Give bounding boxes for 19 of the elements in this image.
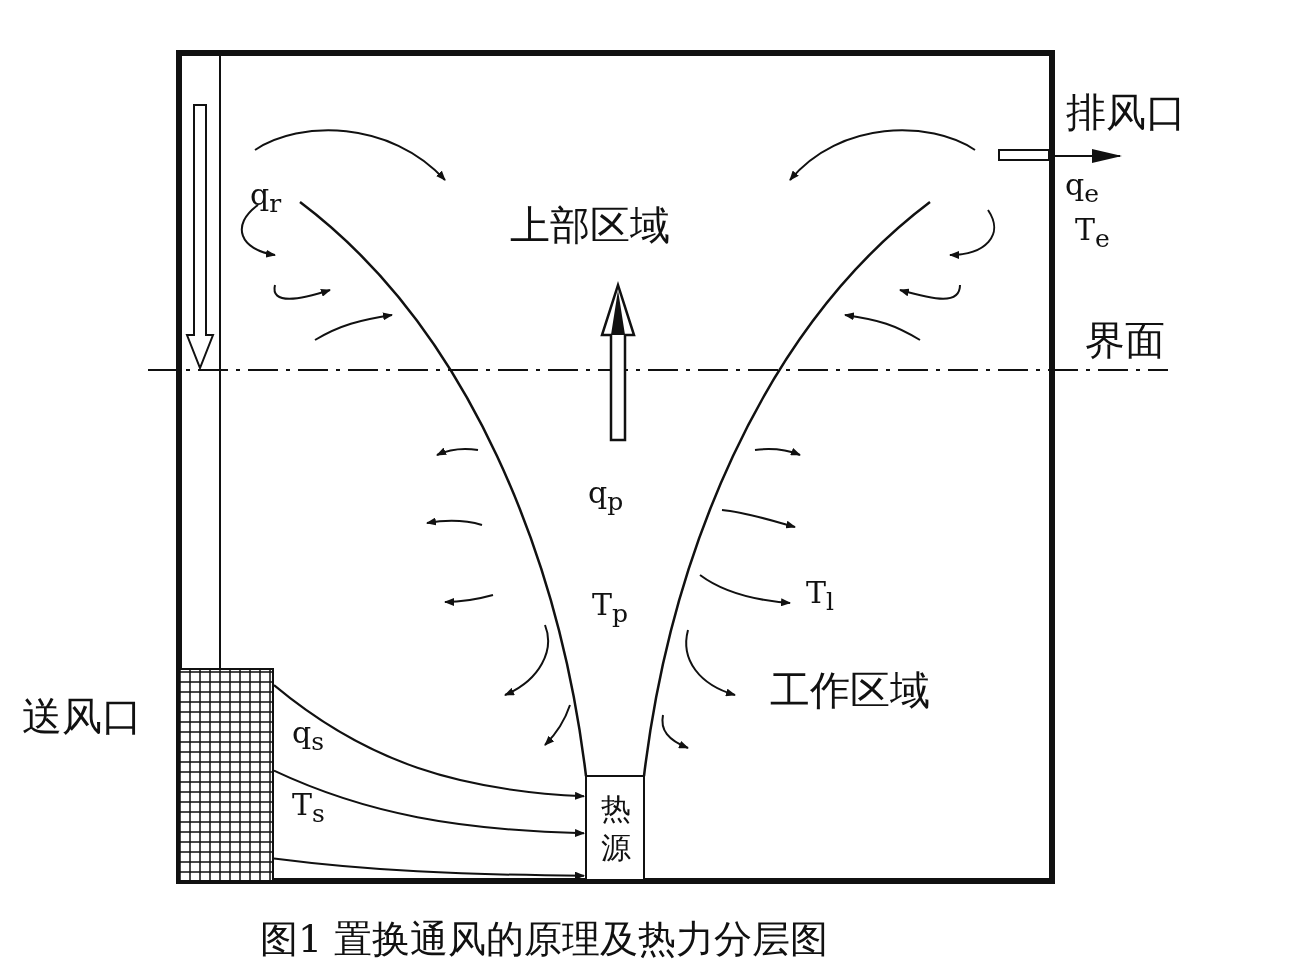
outlet-label: 排风口 bbox=[1066, 92, 1186, 132]
symbol-label: q$_{e}$ bbox=[1065, 170, 1099, 206]
symbol-label: T$_{p}$ bbox=[592, 590, 629, 626]
airflow-arrow bbox=[273, 684, 585, 800]
symbol-label: q$_{p}$ bbox=[588, 478, 624, 514]
vent-label: 送风口 bbox=[22, 696, 142, 736]
heat-source-box bbox=[585, 775, 645, 881]
symbol-label: q$_{s}$ bbox=[292, 718, 325, 754]
airflow-arrow bbox=[273, 769, 585, 837]
figure-caption: 图1 置换通风的原理及热力分层图 bbox=[260, 920, 829, 958]
zone-label: 上部区域 bbox=[510, 205, 670, 245]
supply-vent bbox=[22, 668, 274, 882]
heat-source-label: 热源 bbox=[601, 790, 632, 867]
symbol-label: q$_{r}$ bbox=[250, 180, 282, 216]
symbol-label: T$_{e}$ bbox=[1075, 215, 1110, 251]
symbol-label: T$_{l}$ bbox=[806, 578, 834, 614]
interface-label: 界面 bbox=[1085, 320, 1165, 360]
airflow-arrow bbox=[273, 857, 585, 880]
symbol-label: T$_{s}$ bbox=[292, 790, 325, 826]
